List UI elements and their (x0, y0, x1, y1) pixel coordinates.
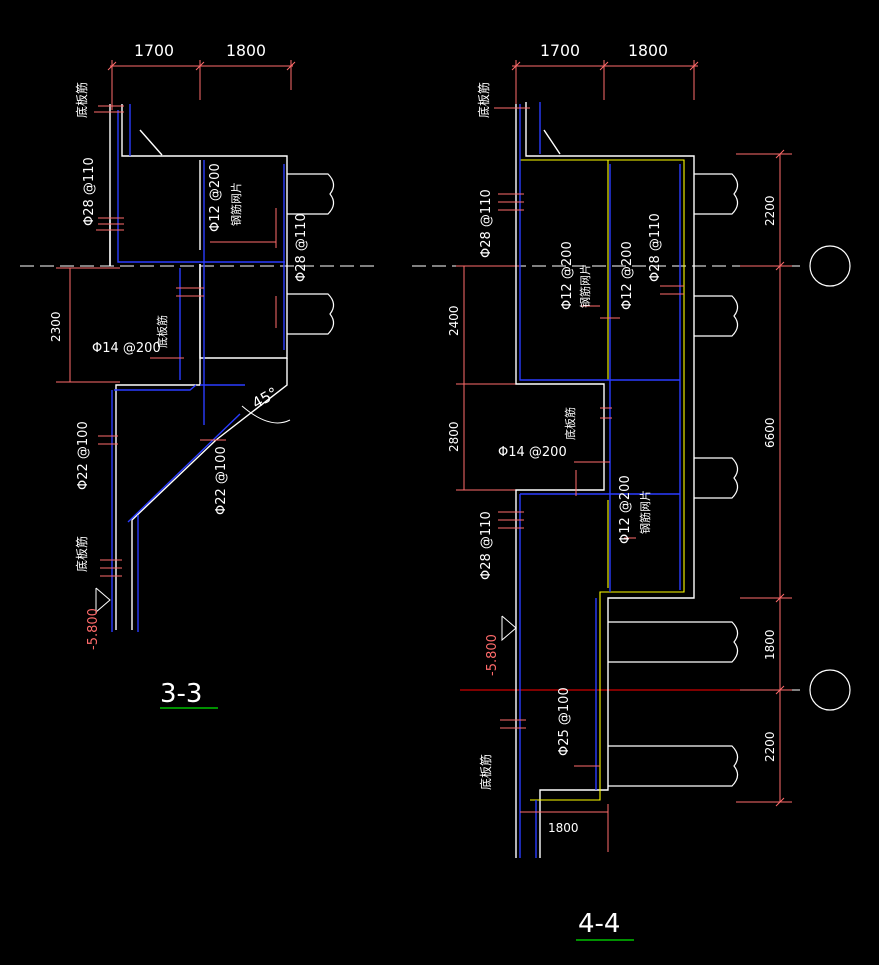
dim-top-3-3 (107, 60, 296, 110)
rebar-3-3 (111, 104, 285, 632)
yellow-lines-4-4 (520, 159, 685, 801)
section-title-3-3: 3-3 (160, 679, 202, 709)
label-4-4-step-name: 底板筋 (563, 407, 577, 440)
outline-4-4 (515, 102, 695, 858)
dim-top-4-4 (511, 60, 699, 108)
dim-4-4-2800: 2800 (447, 421, 461, 452)
label-3-3-lower-wall: Φ22 @100 (76, 421, 91, 490)
label-4-4-lower-mesh: Φ12 @200 (618, 475, 633, 544)
section-4-4: 1700 1800 2200 6600 1800 2200 2400 (447, 41, 792, 941)
elevation-mark-4-4 (501, 615, 517, 642)
label-3-3-side-wall: Φ28 @110 (294, 213, 309, 282)
elevation-3-3: -5.800 (86, 608, 101, 650)
label-4-4-mid-3: Φ28 @110 (648, 213, 663, 282)
label-4-4-bottom-top: 底板筋 (476, 82, 491, 118)
label-4-4-step: Φ14 @200 (498, 445, 567, 460)
dim-4-4-1700: 1700 (540, 41, 580, 60)
dim-3-3-1700: 1700 (134, 41, 174, 60)
dim-4-4-1800-bottom: 1800 (548, 821, 579, 835)
pipes-4-4 (608, 173, 739, 787)
label-4-4-lower-wall: Φ28 @110 (479, 511, 494, 580)
dim-4-4-2400: 2400 (447, 305, 461, 336)
label-3-3-mesh-spacing: Φ12 @200 (208, 163, 223, 232)
outline-3-3 (109, 104, 288, 630)
label-4-4-top-wall: Φ28 @110 (479, 189, 494, 258)
axis-bubble-lower (809, 669, 851, 711)
label-4-4-lower-mesh-name: 钢筋网片 (638, 490, 652, 534)
label-3-3-step-name: 底板筋 (155, 315, 169, 348)
label-3-3-bottom-top: 底板筋 (74, 82, 89, 118)
dim-left-4-4 (456, 265, 520, 491)
dim-4-4-6600: 6600 (763, 417, 777, 448)
dim-3-3-1800: 1800 (226, 41, 266, 60)
elevation-mark-3-3 (95, 587, 111, 614)
rebar-4-4 (519, 102, 681, 858)
dim-4-4-1800-right: 1800 (763, 629, 777, 660)
axis-bubble-upper (809, 245, 851, 287)
dim-4-4-1800: 1800 (628, 41, 668, 60)
label-4-4-mid-2: Φ12 @200 (620, 241, 635, 310)
leaders-3-3 (56, 105, 277, 577)
label-3-3-top-wall: Φ28 @110 (82, 157, 97, 226)
angle-label-3-3: 45° (249, 384, 281, 413)
section-title-4-4: 4-4 (578, 909, 620, 939)
label-3-3-step: Φ14 @200 (92, 341, 161, 356)
label-4-4-pit-bottom: 底板筋 (478, 754, 493, 790)
dim-4-4-2200-top: 2200 (763, 195, 777, 226)
pipe-3-3-upper (287, 173, 335, 215)
elevation-4-4: -5.800 (485, 634, 500, 676)
dim-3-3-2300: 2300 (49, 311, 63, 342)
pipe-3-3-lower (287, 293, 335, 335)
label-3-3-bottom-bottom: 底板筋 (74, 536, 89, 572)
dim-right-4-4 (736, 149, 792, 807)
leaders-4-4 (494, 107, 684, 852)
label-4-4-mid-1-name: 钢筋网片 (578, 264, 592, 308)
dim-4-4-2200-bottom: 2200 (763, 731, 777, 762)
label-3-3-slope: Φ22 @100 (214, 446, 229, 515)
angle-arc-3-3 (241, 405, 291, 424)
label-3-3-mesh-name: 钢筋网片 (229, 182, 243, 226)
section-3-3: 1700 1800 (49, 41, 335, 709)
label-4-4-mid-1: Φ12 @200 (560, 241, 575, 310)
label-4-4-pit: Φ25 @100 (557, 687, 572, 756)
axis-lines (20, 245, 851, 711)
